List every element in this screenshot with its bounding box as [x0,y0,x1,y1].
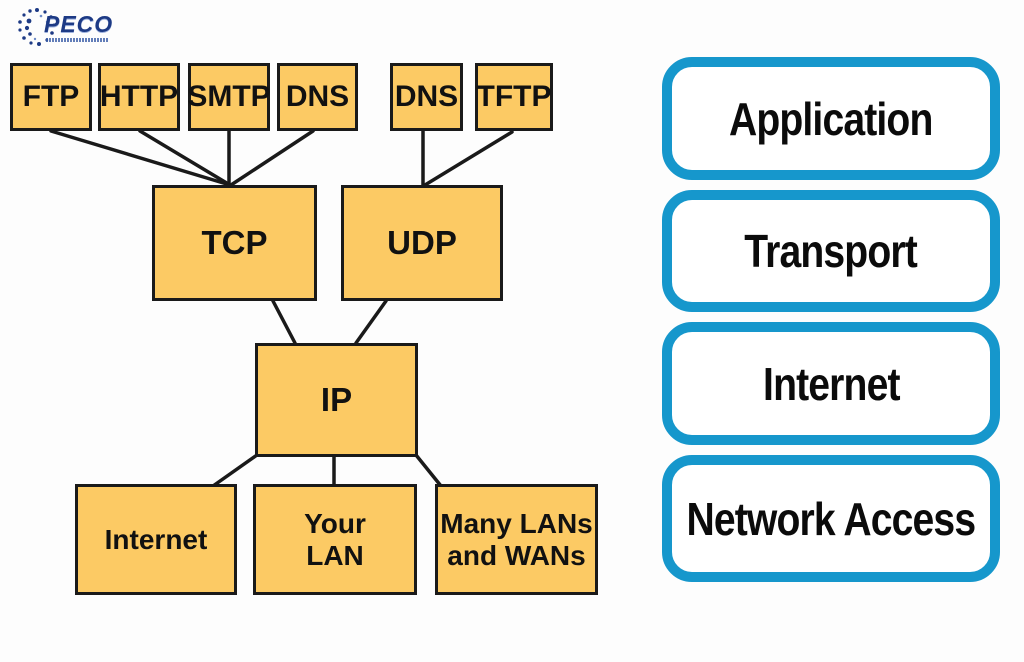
logo-text-block: PECO [44,10,114,42]
layer-box-internet: Internet [662,322,1000,445]
protocol-box-tftp: TFTP [475,63,553,131]
protocol-box-udp: UDP [341,185,503,301]
peco-logo: PECO [16,6,113,48]
layer-label-internet: Internet [762,357,900,410]
layer-label-transport: Transport [744,225,919,277]
protocol-box-ip: IP [255,343,418,457]
network-box-internet: Internet [75,484,237,595]
logo-tagline-bar [46,37,108,42]
layer-label-network-access: Network Access [686,492,977,545]
network-box-your-lan: Your LAN [253,484,417,595]
layer-box-transport: Transport [662,190,1000,312]
logo-globe-icon [18,8,56,46]
protocol-box-tcp: TCP [152,185,317,301]
protocol-box-http: HTTP [98,63,180,131]
layer-box-network-access: Network Access [662,455,1000,582]
protocol-box-dns-udp: DNS [390,63,463,131]
layer-label-application: Application [729,92,933,145]
network-box-many-lans-wans: Many LANs and WANs [435,484,598,595]
layer-box-application: Application [662,57,1000,180]
logo-wordmark: PECO [44,10,114,37]
protocol-box-smtp: SMTP [187,63,271,131]
protocol-box-ftp: FTP [10,63,92,131]
protocol-box-dns-tcp: DNS [277,63,358,131]
